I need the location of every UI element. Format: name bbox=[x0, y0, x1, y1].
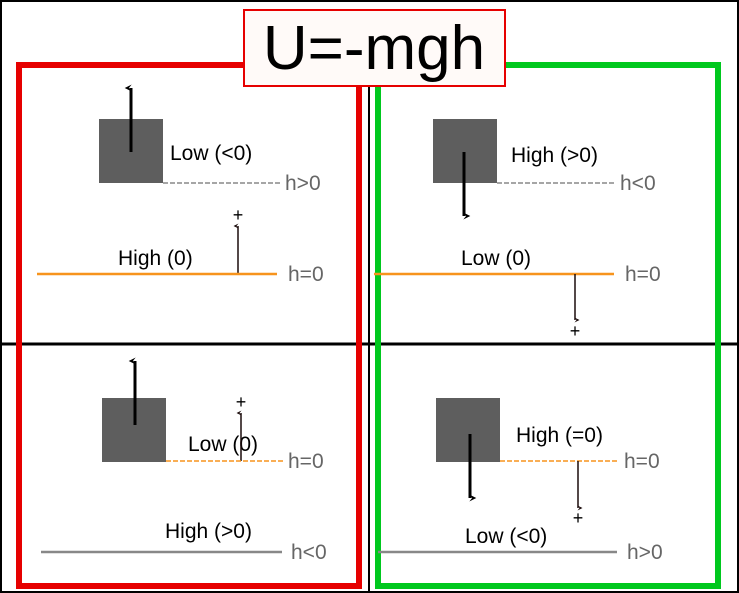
plus-sign: + bbox=[236, 392, 247, 412]
plus-sign: + bbox=[573, 508, 584, 528]
panel-bottom-right: High (=0) h=0 + Low (<0) h>0 bbox=[378, 398, 663, 564]
block-height-label: h>0 bbox=[285, 172, 321, 195]
reference-label: High (0) bbox=[118, 247, 193, 270]
block-height-label: h<0 bbox=[620, 172, 656, 195]
title: U=-mgh bbox=[263, 14, 485, 83]
ground-height-label: h>0 bbox=[627, 541, 663, 564]
reference-height-label: h=0 bbox=[625, 263, 661, 286]
block-label: High (=0) bbox=[516, 424, 603, 447]
block-label: Low (<0) bbox=[170, 142, 252, 165]
block-label: High (>0) bbox=[511, 144, 598, 167]
ground-label: Low (<0) bbox=[465, 525, 547, 548]
ground-label: High (>0) bbox=[165, 520, 252, 543]
left-red-frame bbox=[16, 62, 362, 589]
plus-sign: + bbox=[570, 321, 581, 341]
right-green-frame bbox=[375, 62, 721, 589]
block-height-label: h=0 bbox=[288, 450, 324, 473]
panel-bottom-left: Low (0) + h=0 High (>0) h<0 bbox=[41, 357, 327, 564]
panel-top-left: Low (<0) h>0 + High (0) h=0 bbox=[37, 84, 324, 286]
ground-height-label: h<0 bbox=[291, 541, 327, 564]
block-height-label: h=0 bbox=[624, 450, 660, 473]
panel-top-right: High (>0) h<0 Low (0) h=0 + bbox=[374, 119, 661, 341]
block bbox=[436, 398, 500, 462]
reference-label: Low (0) bbox=[461, 247, 531, 270]
reference-height-label: h=0 bbox=[288, 263, 324, 286]
block-label: Low (0) bbox=[188, 433, 258, 456]
title-box: U=-mgh bbox=[243, 9, 506, 87]
plus-sign: + bbox=[233, 205, 244, 225]
